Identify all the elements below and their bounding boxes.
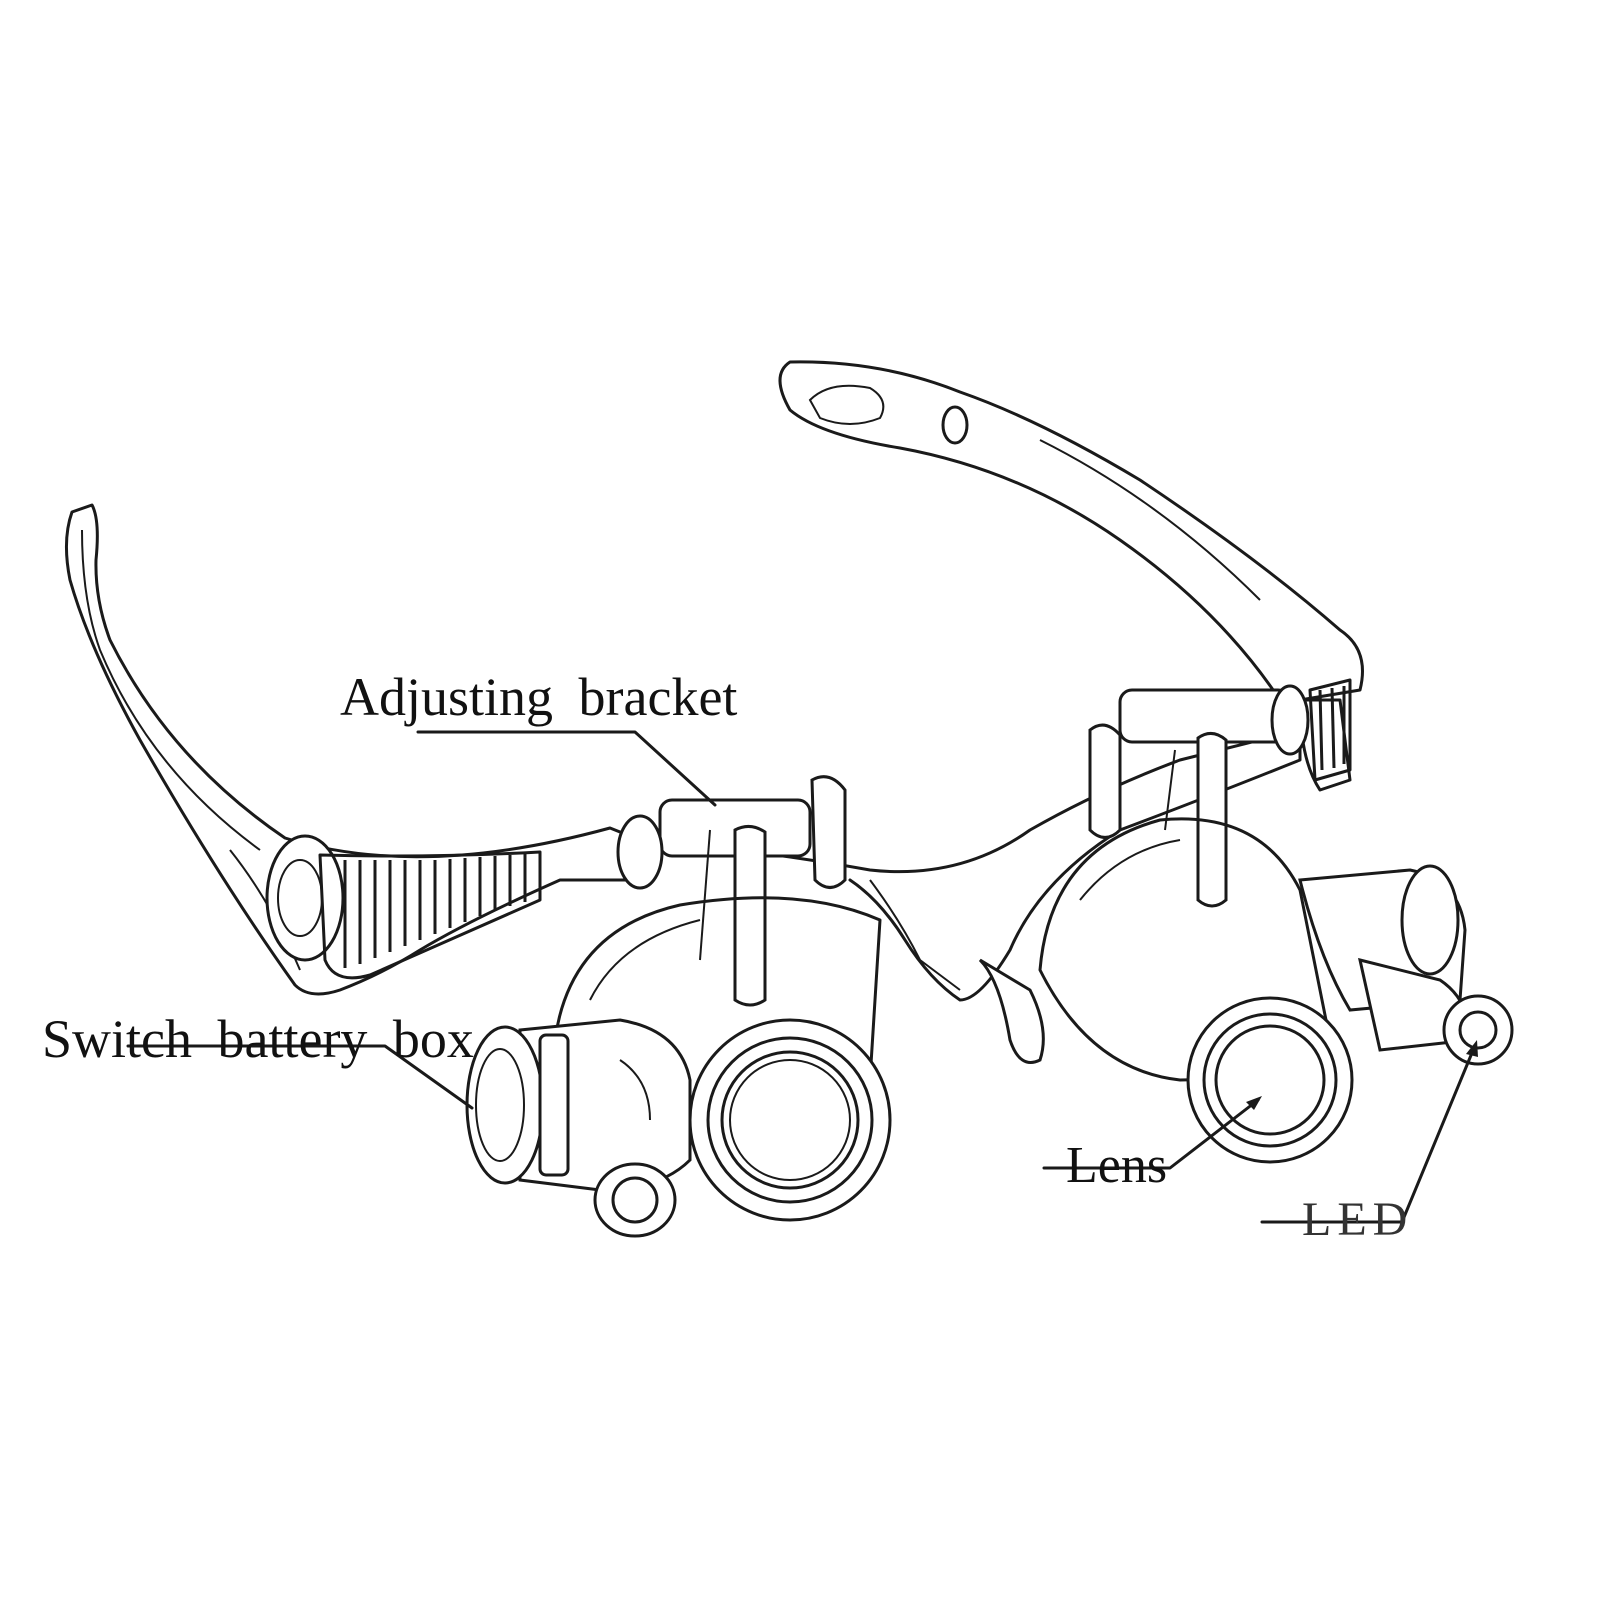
left-arm-grip-hatching [318, 850, 542, 980]
label-lens: Lens [1066, 1137, 1168, 1194]
right-lens-housing [1038, 817, 1354, 1164]
right-temple-arm [778, 360, 1364, 792]
left-temple-arm [64, 503, 642, 996]
leader-line-switch-battery-box [126, 1044, 474, 1110]
adjusting-bracket-right [1088, 684, 1310, 908]
label-adjusting-bracket: Adjusting bracket [340, 667, 738, 727]
leader-line-lens [1042, 1096, 1262, 1170]
label-led: LED [1302, 1193, 1414, 1246]
right-switch-battery-box [1298, 864, 1514, 1066]
leader-line-adjusting-bracket [416, 730, 717, 807]
label-switch-battery-box: Switch battery box [42, 1009, 474, 1069]
adjusting-bracket-left [616, 775, 847, 1007]
left-switch-battery-box [465, 1018, 692, 1238]
leader-line-led [1260, 1040, 1478, 1224]
left-lens-housing [553, 896, 892, 1222]
